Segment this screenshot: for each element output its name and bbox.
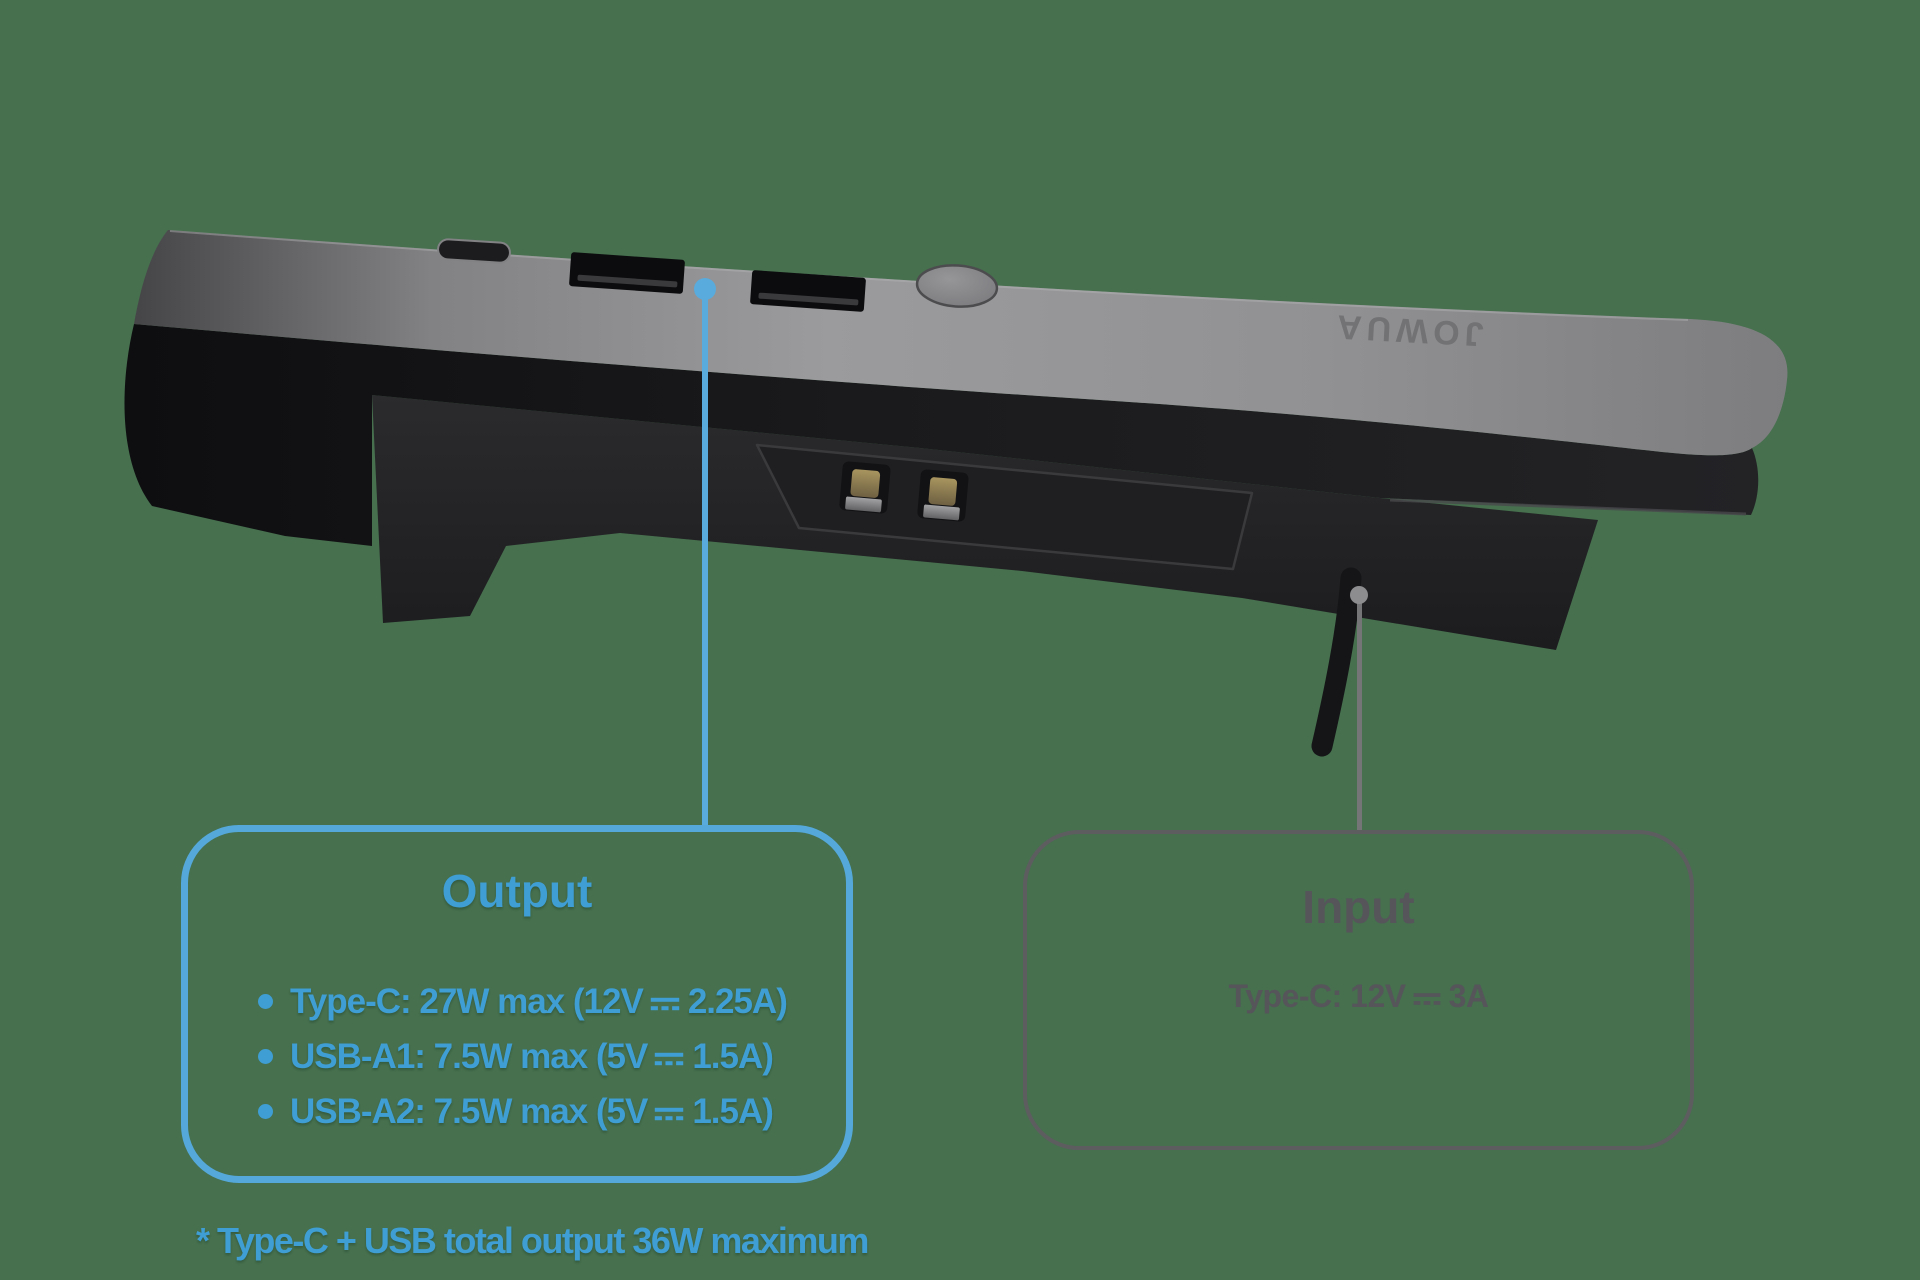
bullet-dot-icon	[258, 1049, 273, 1064]
output-callout-box: Output Type-C: 27W max (12V 2.25A) USB-A1…	[181, 825, 853, 1183]
input-spec: Type-C: 12V 3A	[1027, 978, 1690, 1015]
input-title: Input	[1302, 881, 1415, 933]
pogo-pin-2	[917, 469, 969, 522]
power-button	[915, 264, 999, 308]
dc-symbol-icon	[1413, 993, 1440, 1005]
dc-symbol-icon	[655, 1052, 684, 1066]
dc-symbol-icon	[655, 1107, 684, 1121]
device-front-face	[124, 324, 1759, 546]
output-spec-usba1: USB-A1: 7.5W max (5V 1.5A)	[258, 1037, 787, 1077]
brand-logo: JOWUA	[1331, 307, 1484, 353]
total-output-footnote: * Type-C + USB total output 36W maximum	[196, 1220, 869, 1261]
bullet-dot-icon	[258, 994, 273, 1009]
output-leader-dot	[694, 278, 716, 300]
spec-text-post: 1.5A)	[692, 1092, 774, 1131]
input-cable	[1311, 567, 1362, 757]
input-leader-line	[1357, 595, 1362, 832]
output-spec-typec: Type-C: 27W max (12V 2.25A)	[258, 982, 788, 1022]
usb-a1-port	[569, 252, 685, 294]
spec-text-pre: Type-C: 12V	[1228, 978, 1407, 1014]
spec-text-pre: Type-C: 27W max (12V	[290, 982, 644, 1021]
input-callout-box: Input Type-C: 12V 3A	[1023, 830, 1694, 1150]
input-leader-dot	[1350, 586, 1368, 604]
usb-a2-port	[750, 270, 866, 312]
spec-text-post: 3A	[1448, 978, 1489, 1014]
output-title: Output	[441, 865, 593, 917]
pogo-pin-1	[839, 461, 891, 514]
device-bottom-lip	[1389, 498, 1747, 516]
spec-text-pre: USB-A1: 7.5W max (5V	[290, 1037, 648, 1076]
device-top-face	[134, 230, 1788, 456]
spec-text-post: 1.5A)	[692, 1037, 774, 1076]
spec-text-pre: USB-A2: 7.5W max (5V	[290, 1092, 648, 1131]
output-spec-list: Type-C: 27W max (12V 2.25A) USB-A1: 7.5W …	[258, 982, 788, 1132]
spec-text-post: 2.25A)	[687, 982, 788, 1021]
dc-symbol-icon	[650, 997, 680, 1011]
output-spec-usba2: USB-A2: 7.5W max (5V 1.5A)	[258, 1092, 787, 1132]
bullet-dot-icon	[258, 1104, 273, 1119]
output-leader-line	[702, 289, 708, 829]
usb-c-port	[437, 238, 511, 264]
